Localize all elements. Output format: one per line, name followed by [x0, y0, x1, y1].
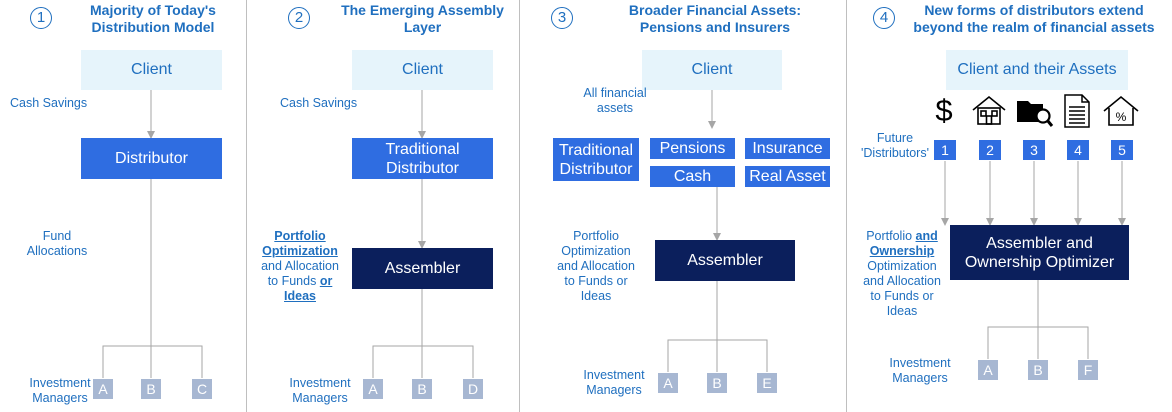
distributor-number: 4: [1067, 140, 1089, 160]
portfolio-optimization-label: Portfolio Optimization and Allocation to…: [557, 229, 635, 303]
dollar-icon: $: [935, 93, 952, 127]
distributor-number: 3: [1023, 140, 1045, 160]
manager-box: A: [363, 379, 383, 399]
manager-box: B: [141, 379, 161, 399]
panel-title: Majority of Today's Distribution Model: [90, 2, 216, 35]
folder-search-icon: [1017, 101, 1054, 127]
manager-box: B: [1028, 360, 1048, 380]
svg-text:%: %: [1116, 110, 1127, 124]
panel-divider: [519, 0, 520, 412]
client-box: Client: [642, 50, 782, 90]
distributor-number: 2: [979, 140, 1001, 160]
client-and-assets-box: Client and their Assets: [946, 50, 1128, 90]
manager-box: F: [1078, 360, 1098, 380]
fund-allocations-label: Fund Allocations: [26, 229, 88, 258]
svg-text:$: $: [935, 93, 952, 127]
portfolio-ownership-label: Portfolio and Ownership Optimization and…: [863, 229, 941, 318]
house-icon: [972, 95, 1006, 125]
distributor-number: 5: [1111, 140, 1133, 160]
client-box: Client: [352, 50, 493, 90]
manager-box: C: [192, 379, 212, 399]
investment-managers-label: Investment Managers: [29, 376, 91, 405]
assembler-box: Assembler: [352, 248, 493, 289]
panel-title: The Emerging Assembly Layer: [341, 2, 504, 35]
future-distributors-label: Future 'Distributors': [861, 131, 929, 160]
distributor-box: Distributor: [81, 138, 222, 179]
document-icon: [1064, 94, 1090, 128]
manager-box: A: [93, 379, 113, 399]
manager-box: A: [978, 360, 998, 380]
step-number: 2: [288, 7, 310, 29]
house-percent-icon: %: [1103, 95, 1139, 126]
step-number: 3: [551, 7, 573, 29]
investment-managers-label: Investment Managers: [889, 356, 951, 385]
real-asset-box: Real Asset: [745, 166, 830, 187]
cash-box: Cash: [650, 166, 735, 187]
cash-savings-label: Cash Savings: [10, 96, 88, 110]
client-box: Client: [81, 50, 222, 90]
panel-divider: [846, 0, 847, 412]
all-financial-assets-label: All financial assets: [583, 86, 647, 115]
panel-title: Broader Financial Assets: Pensions and I…: [628, 2, 802, 35]
manager-box: A: [658, 373, 678, 393]
panel-divider: [246, 0, 247, 412]
investment-managers-label: Investment Managers: [289, 376, 351, 405]
insurance-box: Insurance: [745, 138, 830, 159]
assembler-box: Assembler: [655, 240, 795, 281]
portfolio-optimization-label: Portfolio Optimization and Allocation to…: [261, 229, 339, 303]
step-number: 4: [873, 7, 895, 29]
manager-box: D: [463, 379, 483, 399]
step-number: 1: [30, 7, 52, 29]
panel-title: New forms of distributors extend beyond …: [913, 2, 1155, 35]
distributor-number: 1: [934, 140, 956, 160]
cash-savings-label: Cash Savings: [280, 96, 358, 110]
manager-box: B: [412, 379, 432, 399]
manager-box: E: [757, 373, 777, 393]
manager-box: B: [707, 373, 727, 393]
pensions-box: Pensions: [650, 138, 735, 159]
investment-managers-label: Investment Managers: [583, 368, 645, 397]
